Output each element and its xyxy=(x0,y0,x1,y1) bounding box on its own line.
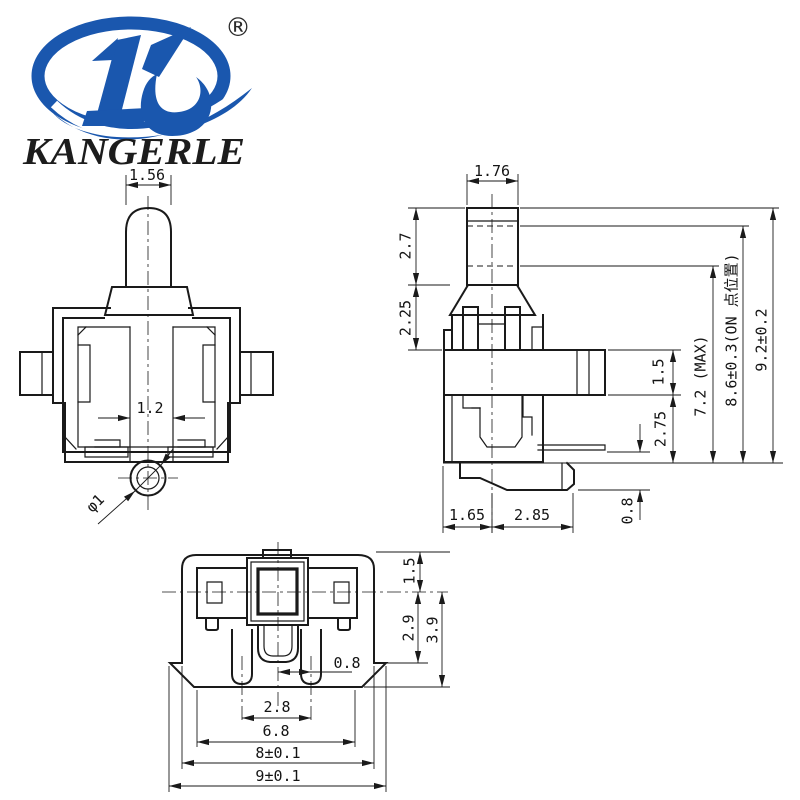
front-view-dimensions: 1.56 1.2 φ1 xyxy=(82,166,205,525)
dim-side-total-height: 9.2±0.2 xyxy=(752,308,770,371)
dim-side-lever-length: 2.85 xyxy=(514,506,550,524)
logo-monogram xyxy=(82,27,212,136)
brand-logo: ® KANGERLE xyxy=(22,13,253,173)
logo-ring xyxy=(31,16,231,136)
dim-front-hole-diameter: φ1 xyxy=(82,490,108,516)
dim-side-actuator-width: 1.76 xyxy=(474,162,510,180)
dim-side-lever-tip-height: 0.8 xyxy=(618,497,636,524)
side-view: 1.76 2.7 2.25 1.5 2.75 7.2 (MAX) xyxy=(396,162,783,535)
dim-side-actuator-height: 2.7 xyxy=(396,232,414,259)
side-view-outline xyxy=(443,207,606,491)
dim-side-flange-thickness: 1.5 xyxy=(649,358,667,385)
dim-front-shaft-width: 1.2 xyxy=(136,399,163,417)
dim-bottom-pin-pitch: 2.8 xyxy=(263,698,290,716)
bottom-view-dimensions: 1.5 2.9 3.9 0.8 2.8 6.8 8±0.1 9±0.1 xyxy=(168,551,450,792)
dim-side-lower-body-height: 2.75 xyxy=(651,411,669,447)
dim-bottom-cavity-width: 6.8 xyxy=(262,722,289,740)
front-view-details xyxy=(41,326,252,462)
logo-ring-gap xyxy=(50,80,253,139)
side-view-dimensions: 1.76 2.7 2.25 1.5 2.75 7.2 (MAX) xyxy=(396,162,783,533)
dim-side-on-point-height: 8.6±0.3(ON 点位置) xyxy=(722,253,740,406)
dim-bottom-overall-width: 9±0.1 xyxy=(255,767,300,785)
bottom-view: 1.5 2.9 3.9 0.8 2.8 6.8 8±0.1 9±0.1 xyxy=(162,542,450,792)
side-view-details xyxy=(451,220,606,491)
bottom-view-inner-square xyxy=(256,567,299,616)
bottom-view-centerlines xyxy=(162,542,448,724)
brand-name: KANGERLE xyxy=(22,131,245,173)
dim-bottom-body-depth: 3.9 xyxy=(423,616,441,643)
dim-side-foot-offset: 1.65 xyxy=(449,506,485,524)
dim-bottom-edge-band: 1.5 xyxy=(400,557,418,584)
side-view-hidden-lines xyxy=(467,225,518,267)
dim-bottom-body-width: 8±0.1 xyxy=(255,744,300,762)
dim-side-body-height-max: 7.2 (MAX) xyxy=(691,335,709,416)
dim-bottom-pin-offset: 0.8 xyxy=(333,654,360,672)
front-view: 1.56 1.2 φ1 xyxy=(19,166,274,525)
registered-mark: ® xyxy=(225,13,251,43)
dim-front-actuator-width: 1.56 xyxy=(129,166,165,184)
front-view-outline xyxy=(19,206,274,463)
dim-bottom-mid-depth: 2.9 xyxy=(399,614,417,641)
dim-side-collar-height: 2.25 xyxy=(396,300,414,336)
